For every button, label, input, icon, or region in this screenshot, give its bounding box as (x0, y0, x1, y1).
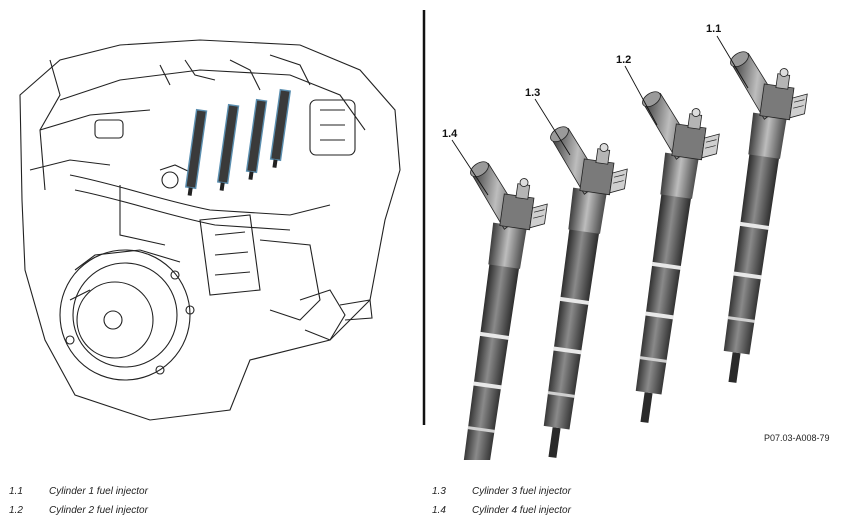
legend-text: Cylinder 4 fuel injector (472, 505, 571, 516)
callout-1-2: 1.2 (616, 54, 631, 66)
figure-id: P07.03-A008-79 (764, 433, 830, 443)
legend-left: 1.1 Cylinder 1 fuel injector 1.2 Cylinder … (9, 482, 148, 520)
legend-text: Cylinder 1 fuel injector (49, 486, 148, 497)
injector-1-2 (595, 86, 725, 428)
leader-1-3 (534, 98, 571, 156)
legend-number: 1.2 (9, 505, 23, 516)
legend-number: 1.1 (9, 486, 23, 497)
legend-number: 1.4 (432, 505, 446, 516)
leader-1-4 (451, 139, 489, 196)
legend-item: 1.4 Cylinder 4 fuel injector (432, 501, 571, 520)
injector-1-4 (423, 156, 553, 498)
callout-1-3: 1.3 (525, 87, 540, 99)
legend-item: 1.1 Cylinder 1 fuel injector (9, 482, 148, 501)
callout-1-1: 1.1 (706, 23, 721, 35)
legend-item: 1.3 Cylinder 3 fuel injector (432, 482, 571, 501)
legend-item: 1.2 Cylinder 2 fuel injector (9, 501, 148, 520)
legend-text: Cylinder 2 fuel injector (49, 505, 148, 516)
legend-number: 1.3 (432, 486, 446, 497)
illustration: 1.1 1.2 1.3 1.4 (19, 10, 813, 498)
leader-1-1 (716, 35, 749, 89)
engine-drawing (19, 39, 401, 421)
injector-1-1 (683, 46, 813, 388)
legend-text: Cylinder 3 fuel injector (472, 486, 571, 497)
injector-1-3 (503, 121, 633, 463)
leader-1-2 (624, 65, 658, 126)
callout-1-4: 1.4 (442, 128, 458, 140)
engine-injectors-highlight (184, 88, 292, 196)
legend-right: 1.3 Cylinder 3 fuel injector 1.4 Cylinder … (432, 482, 571, 520)
